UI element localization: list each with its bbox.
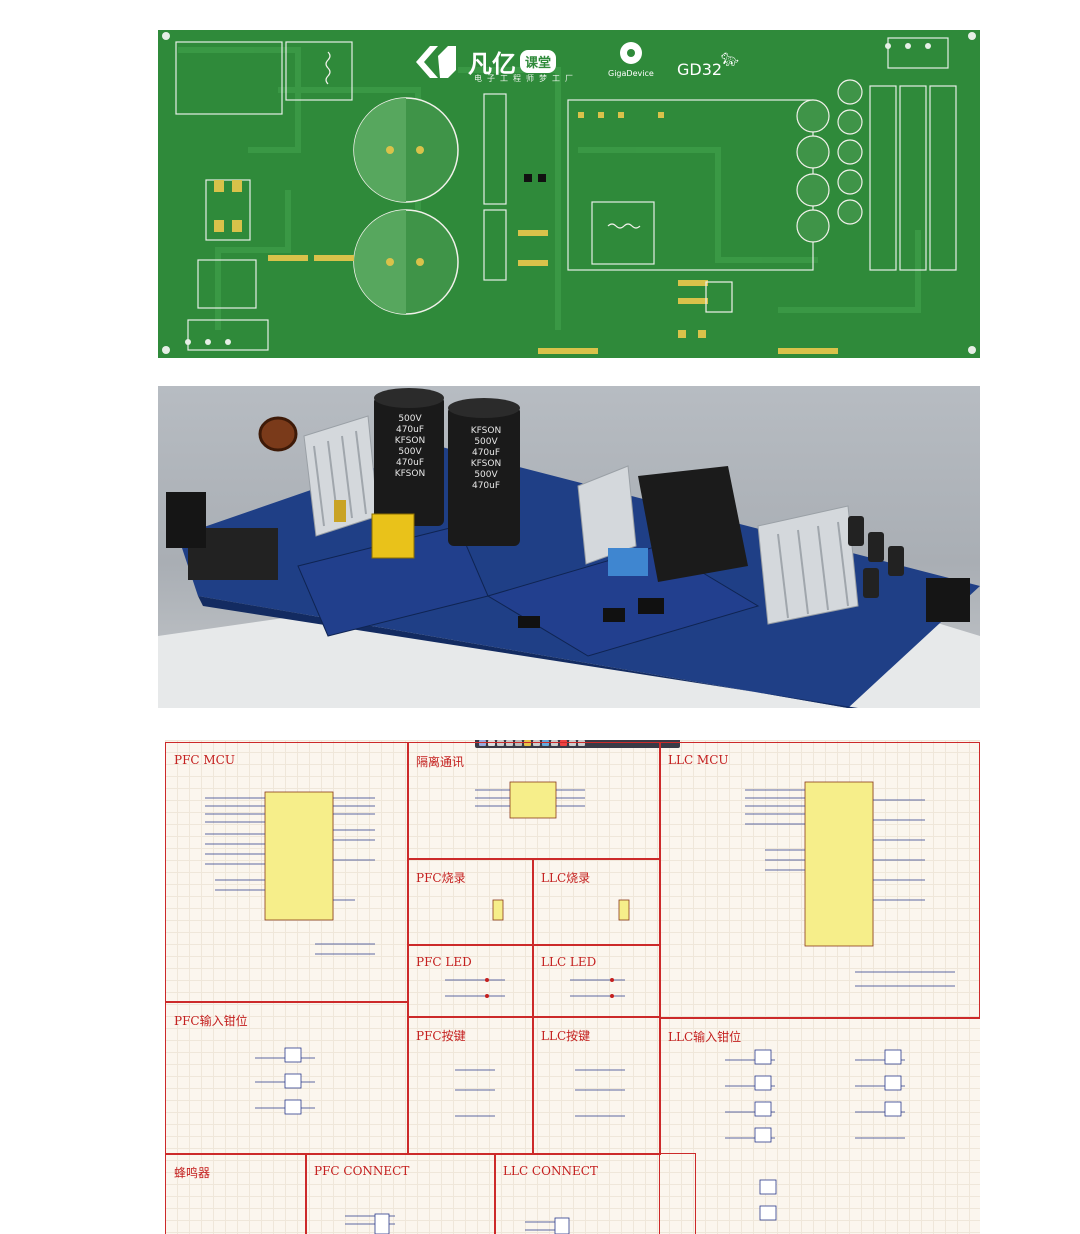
section-buzzer: 蜂鸣器 xyxy=(165,1153,307,1234)
net-label-icon[interactable] xyxy=(533,740,540,746)
gigadevice-brand: GigaDevice xyxy=(608,69,654,78)
wire-icon[interactable] xyxy=(515,740,522,746)
pcb-layout-image: 凡亿 课堂 电子工程师梦工厂 GigaDevice GD32 🐆︎ xyxy=(158,30,980,358)
power-port-icon[interactable] xyxy=(551,740,558,746)
select-icon[interactable] xyxy=(497,740,504,746)
section-isolation-comm: 隔离通讯 xyxy=(407,742,661,860)
section-llc-burn: LLC烧录 xyxy=(532,858,661,946)
panther-logo-icon: 🐆︎ xyxy=(721,52,739,68)
section-pfc-led: PFC LED xyxy=(407,944,534,1018)
logo-badge: 课堂 xyxy=(520,50,557,73)
filter-icon[interactable] xyxy=(479,740,486,746)
llc-mcu-chip xyxy=(804,781,874,947)
section-llc-key: LLC按键 xyxy=(532,1016,661,1155)
add-icon[interactable] xyxy=(488,740,495,746)
section-llc-led: LLC LED xyxy=(532,944,661,1018)
section-pfc-input-clamp: PFC输入钳位 xyxy=(165,1001,409,1155)
schematic-symbols xyxy=(205,781,955,1234)
shape-icon[interactable] xyxy=(578,740,585,746)
section-llc-mcu: LLC MCU xyxy=(659,742,980,1019)
logo-subtitle: 电子工程师梦工厂 xyxy=(474,74,578,83)
section-llc-input-clamp: LLC输入钳位 xyxy=(659,1017,980,1234)
section-llc-connect: LLC CONNECT xyxy=(494,1153,696,1234)
gigadevice-logo-icon xyxy=(620,42,642,64)
section-pfc-key: PFC按键 xyxy=(407,1016,534,1155)
schematic-toolbar[interactable] xyxy=(475,740,680,748)
logo-chinese-name: 凡亿 xyxy=(468,50,516,78)
section-pfc-burn: PFC烧录 xyxy=(407,858,534,946)
port-icon[interactable] xyxy=(542,740,549,746)
bus-icon[interactable] xyxy=(524,740,531,746)
text-icon[interactable] xyxy=(569,740,576,746)
schematic-sheet: PFC MCU 隔离通讯 LLC MCU PFC烧录 LLC烧录 PFC LED… xyxy=(165,740,980,1234)
section-pfc-connect: PFC CONNECT xyxy=(305,1153,496,1234)
section-pfc-mcu: PFC MCU xyxy=(165,742,409,1003)
gd32-brand: GD32 xyxy=(677,60,723,79)
pfc-mcu-chip xyxy=(264,791,334,921)
fanyi-logo-icon xyxy=(416,46,456,78)
pcb-drawing xyxy=(158,30,980,358)
board-photo-drawing xyxy=(158,388,980,708)
isolator-chip xyxy=(509,781,557,819)
marker-icon[interactable] xyxy=(560,740,567,746)
move-icon[interactable] xyxy=(506,740,513,746)
